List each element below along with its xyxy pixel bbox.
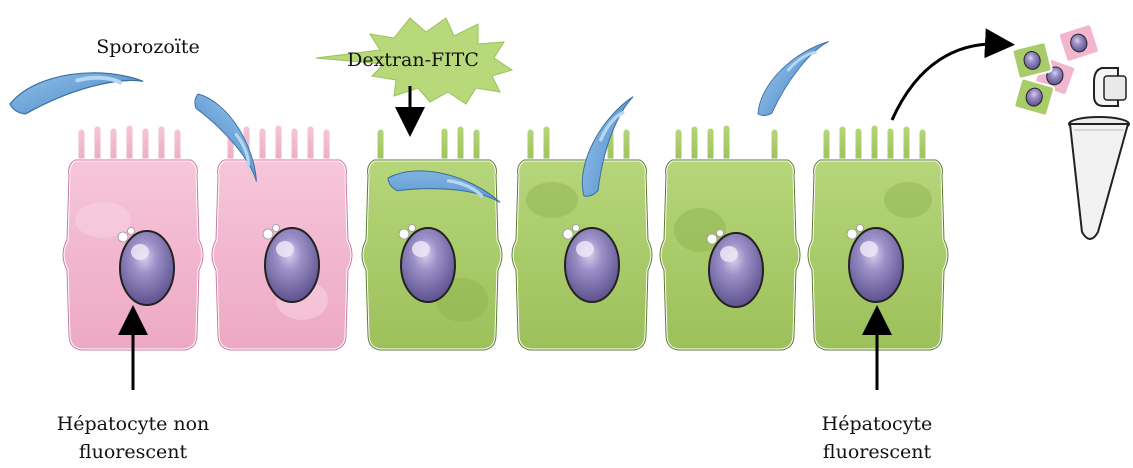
- hepatocyte-pink-1: [63, 124, 203, 350]
- hepatocyte-green-1: [362, 125, 502, 350]
- eppendorf-tube-icon: [1069, 68, 1129, 239]
- hepatocyte-green-2: [512, 125, 652, 350]
- non-fluorescent-label-line1: Hépatocyte non: [57, 413, 210, 435]
- non-fluorescent-label-line2: fluorescent: [79, 441, 188, 463]
- fluorescent-label-line1: Hépatocyte: [822, 413, 933, 435]
- sporozoite-label: Sporozoïte: [96, 36, 200, 58]
- sporozoite-parasite-icon: [747, 32, 837, 120]
- sorted-cells-icon: [1012, 23, 1100, 116]
- sporozoite-parasite-icon: [7, 65, 145, 116]
- hepatocyte-green-4: [808, 124, 948, 350]
- dextran-label: Dextran-FITC: [347, 49, 479, 71]
- fluorescent-label-line2: fluorescent: [823, 441, 932, 463]
- hepatocyte-pink-2: [212, 124, 352, 350]
- hepatocyte-green-3: [660, 124, 800, 350]
- sorting-arrow: [892, 44, 1000, 120]
